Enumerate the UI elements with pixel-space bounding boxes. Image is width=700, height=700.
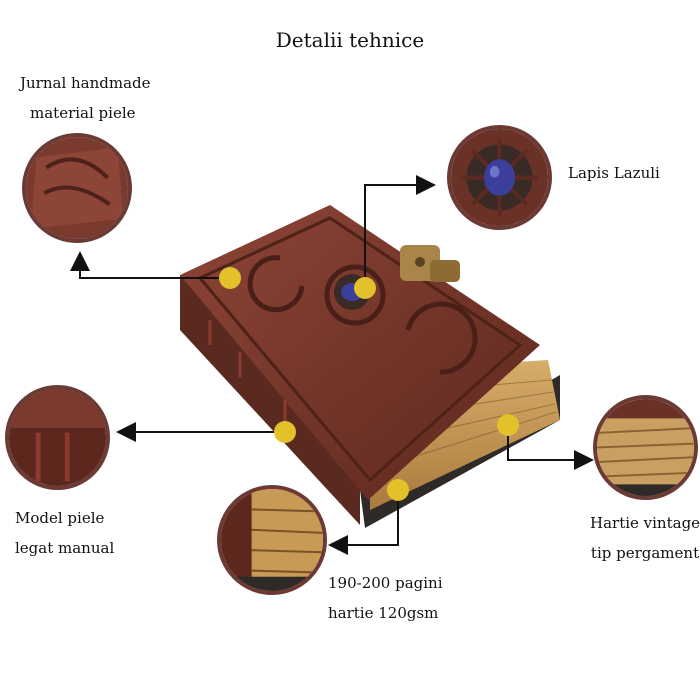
detail-circle-binding (5, 385, 110, 490)
label-stone-line1: Lapis Lazuli (568, 164, 660, 182)
label-journal-line1: Jurnal handmade (20, 74, 151, 92)
marker-dot-binding (274, 421, 296, 443)
triple-moon-emboss (247, 255, 478, 375)
label-journal-line2: material piele (30, 104, 136, 122)
connector-lines (70, 175, 594, 555)
marker-dot-vintage (497, 414, 519, 436)
label-stone: Lapis Lazuli (568, 158, 660, 188)
leather-journal (180, 205, 560, 528)
stone-arrow (364, 175, 436, 288)
marker-dot-journal (219, 267, 241, 289)
page-title: Detalii tehnice (275, 28, 425, 52)
label-vintage-line1: Hartie vintage (590, 514, 700, 532)
paper-arrow (328, 490, 399, 555)
label-paper: 190-200 pagini hartie 120gsm (328, 568, 443, 628)
detail-circle-stone (447, 125, 552, 230)
label-binding-line1: Model piele (15, 509, 105, 527)
vintage-arrow (507, 425, 594, 470)
label-binding-line2: legat manual (15, 539, 115, 557)
detail-circle-journal (22, 133, 132, 243)
label-journal: Jurnal handmade material piele (20, 68, 151, 128)
detail-circle-vintage (593, 395, 698, 500)
leather-cover (180, 205, 540, 500)
journal-arrow (70, 251, 230, 279)
marker-dot-paper (387, 479, 409, 501)
marker-dot-stone (354, 277, 376, 299)
label-vintage: Hartie vintage tip pergament (590, 508, 700, 568)
brass-clasp (400, 245, 460, 282)
detail-circle-paper (217, 485, 327, 595)
label-paper-line1: 190-200 pagini (328, 574, 443, 592)
label-vintage-line2: tip pergament (590, 544, 700, 562)
label-binding: Model piele legat manual (15, 503, 114, 563)
label-paper-line2: hartie 120gsm (328, 604, 439, 622)
